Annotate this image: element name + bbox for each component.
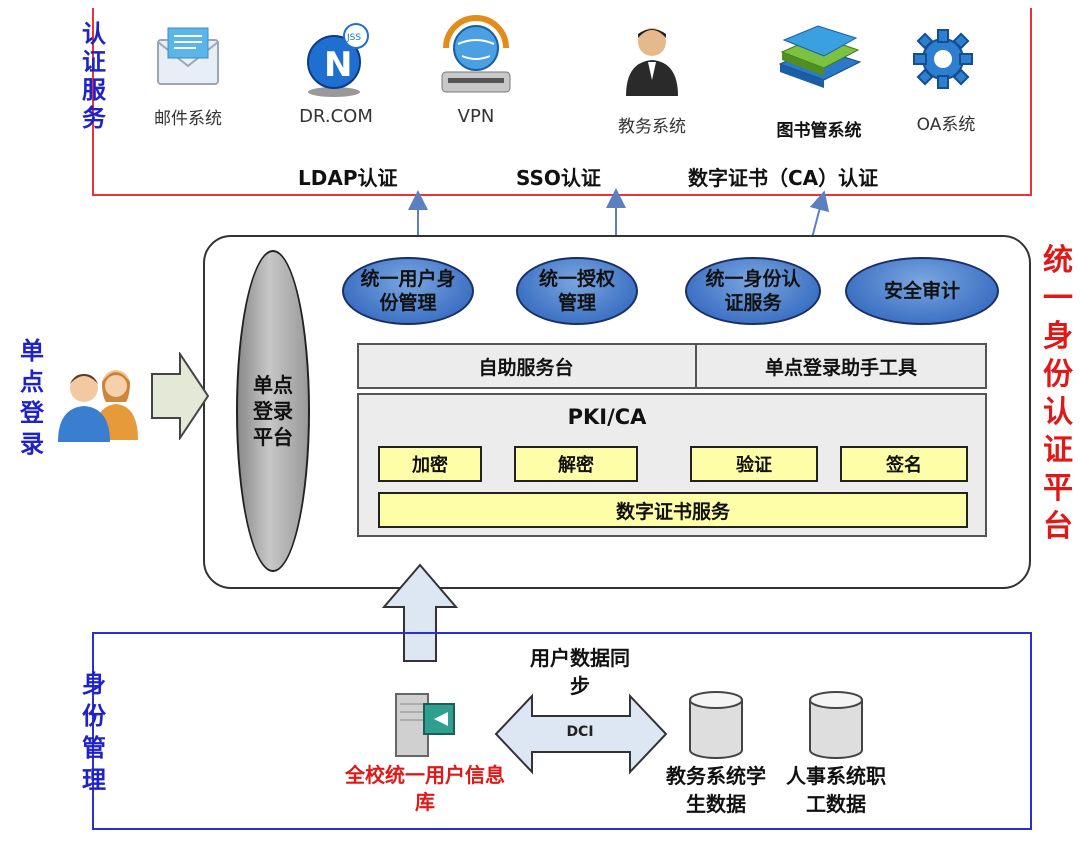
identity-management-label: 身份管理 bbox=[82, 670, 106, 794]
app-label-oa: OA系统 bbox=[916, 115, 976, 135]
sso-login-label: 单点登录 bbox=[20, 337, 44, 458]
drcom-icon: N JSS bbox=[307, 23, 369, 97]
books-icon bbox=[778, 25, 862, 88]
self-service-desk: 自助服务台 bbox=[478, 356, 574, 379]
svg-text:N: N bbox=[324, 45, 352, 85]
service-unified-auth: 统一授权管理 bbox=[516, 257, 638, 325]
dci-double-arrow bbox=[494, 693, 668, 775]
cert-service-box: 数字证书服务 bbox=[378, 492, 968, 528]
sync-label: 用户数据同步 bbox=[530, 646, 630, 698]
sync-up-arrow bbox=[381, 563, 459, 662]
encrypt-box: 加密 bbox=[378, 446, 482, 482]
service-identity-auth: 统一身份认证服务 bbox=[685, 257, 821, 325]
identity-management-box bbox=[92, 632, 1032, 830]
mail-icon bbox=[157, 27, 219, 85]
pki-ca-title: PKI/CA bbox=[567, 405, 647, 429]
users-icon bbox=[58, 370, 138, 442]
student-db-label: 教务系统学生数据 bbox=[666, 764, 766, 816]
auth-services-label: 认证服务 bbox=[82, 20, 106, 132]
svg-text:JSS: JSS bbox=[346, 33, 361, 43]
service-unified-user: 统一用户身份管理 bbox=[342, 257, 474, 325]
decrypt-box: 解密 bbox=[514, 446, 638, 482]
app-label-academic: 教务系统 bbox=[618, 117, 686, 137]
person-icon bbox=[626, 28, 678, 96]
verify-box: 验证 bbox=[690, 446, 818, 482]
server-icon bbox=[395, 693, 455, 757]
ca-auth-label: 数字证书（CA）认证 bbox=[688, 166, 879, 190]
tools-row bbox=[357, 343, 987, 389]
ldap-auth-label: LDAP认证 bbox=[298, 166, 398, 190]
sso-auth-label: SSO认证 bbox=[516, 166, 601, 190]
unified-user-db-label: 全校统一用户信息库 bbox=[345, 763, 505, 814]
staff-db-label: 人事系统职工数据 bbox=[786, 764, 886, 816]
app-label-vpn: VPN bbox=[457, 106, 495, 127]
login-arrow bbox=[151, 352, 210, 440]
gear-icon bbox=[913, 29, 973, 89]
app-label-drcom: DR.COM bbox=[299, 106, 373, 127]
student-db-icon bbox=[689, 691, 743, 759]
service-security-audit: 安全审计 bbox=[845, 257, 999, 325]
app-label-mail: 邮件系统 bbox=[154, 109, 222, 129]
sso-platform-oval: 单点登录平台 bbox=[236, 250, 310, 572]
staff-db-icon bbox=[809, 691, 863, 759]
dci-label: DCI bbox=[566, 724, 594, 740]
app-label-library: 图书管系统 bbox=[776, 121, 862, 141]
vpn-icon bbox=[441, 15, 511, 93]
platform-title: 统一身份认证平台 bbox=[1043, 243, 1073, 544]
sso-helper-tool: 单点登录助手工具 bbox=[764, 356, 917, 379]
sign-box: 签名 bbox=[840, 446, 968, 482]
